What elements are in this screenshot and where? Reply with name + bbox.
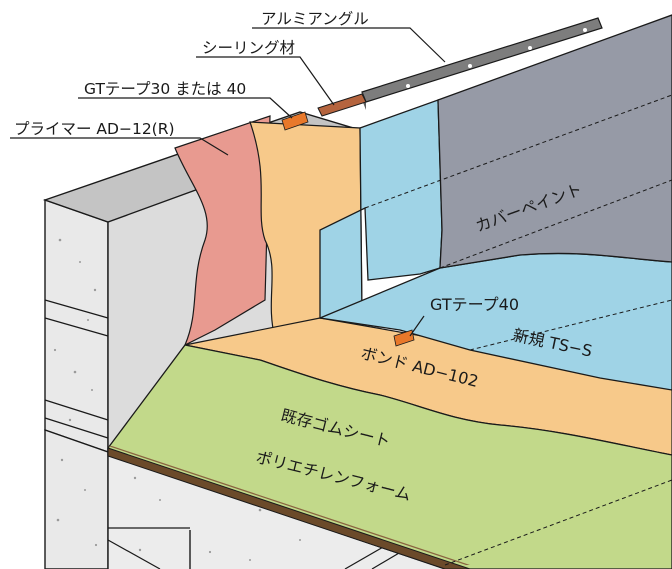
leader-sealing xyxy=(196,56,335,106)
gt-tape-floor xyxy=(393,329,415,347)
leader-gt-tape-30-40 xyxy=(78,97,293,119)
leader-gt-tape-40 xyxy=(409,315,425,337)
label-primer: プライマー AD−12(R) xyxy=(14,120,175,138)
label-aluminum-angle: アルミアングル xyxy=(261,10,369,28)
label-gt-tape-40: GTテープ40 xyxy=(430,295,519,314)
cover-paint-layer xyxy=(437,14,672,269)
sealing-strip xyxy=(317,93,367,117)
polyethylene-foam-edge xyxy=(107,447,471,569)
label-sealing: シーリング材 xyxy=(202,39,295,57)
leader-aluminum-angle xyxy=(252,27,446,63)
label-gt-tape-30-40: GTテープ30 または 40 xyxy=(84,80,246,98)
gt-tape-top xyxy=(281,111,309,131)
existing-rubber-sheet xyxy=(107,344,672,569)
leader-primer xyxy=(10,137,229,156)
